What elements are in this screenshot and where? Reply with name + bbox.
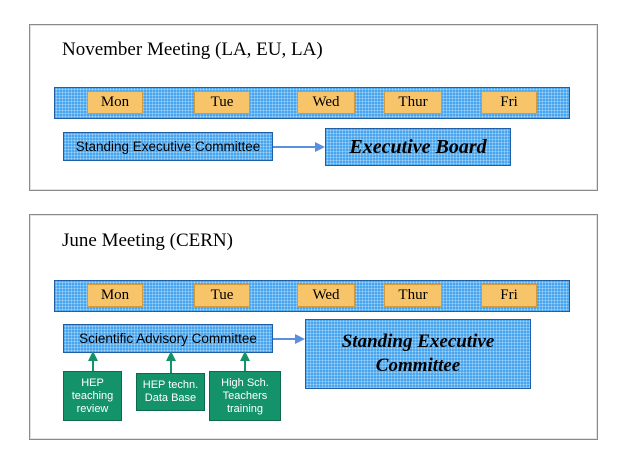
november-day-fri: Fri (481, 91, 537, 114)
june-day-thur: Thur (384, 284, 442, 307)
june-day-mon: Mon (87, 284, 143, 307)
high-school-teachers-training-box: High Sch. Teachers training (209, 371, 281, 421)
scientific-advisory-committee-box: Scientific Advisory Committee (63, 324, 273, 353)
june-day-fri: Fri (481, 284, 537, 307)
june-day-tue: Tue (194, 284, 250, 307)
executive-board-box: Executive Board (325, 128, 511, 166)
june-meeting-title: June Meeting (CERN) (62, 230, 233, 251)
june-day-wed: Wed (297, 284, 355, 307)
november-day-mon: Mon (87, 91, 143, 114)
standing-executive-committee-box: Standing Executive Committee (63, 132, 273, 161)
november-meeting-title: November Meeting (LA, EU, LA) (62, 39, 323, 60)
november-day-thur: Thur (384, 91, 442, 114)
hep-techn-database-box: HEP techn. Data Base (136, 373, 205, 411)
hep-teaching-review-box: HEP teaching review (63, 371, 122, 421)
standing-executive-committee-target-box: Standing Executive Committee (305, 319, 531, 389)
november-day-tue: Tue (194, 91, 250, 114)
november-day-wed: Wed (297, 91, 355, 114)
